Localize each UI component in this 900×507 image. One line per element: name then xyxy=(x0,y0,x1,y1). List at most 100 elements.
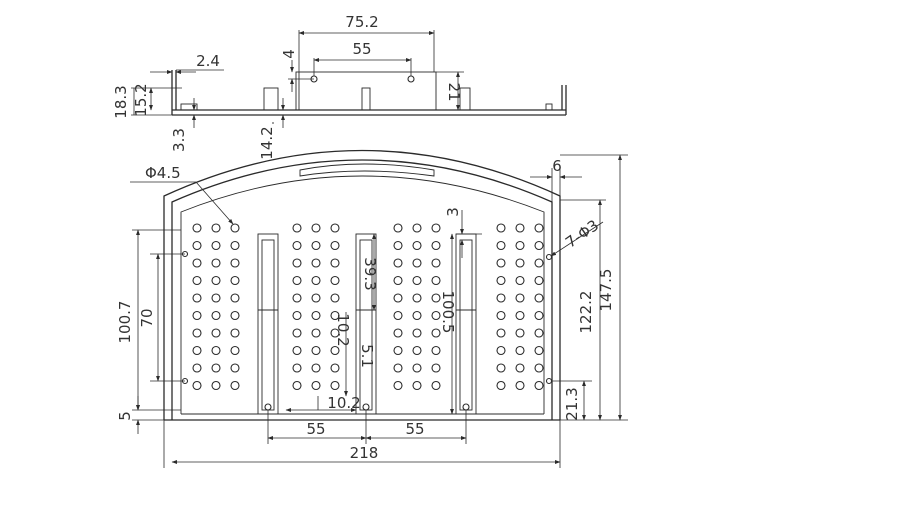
perforation-hole xyxy=(330,345,340,356)
perforation-hole xyxy=(412,328,422,338)
perforation-hole xyxy=(230,258,240,268)
mount-hole xyxy=(362,403,370,411)
perforation-hole xyxy=(230,380,240,391)
perforation-hole xyxy=(211,363,221,373)
dim-70: 70 xyxy=(138,308,156,327)
dim-39-3: 39.3 xyxy=(361,257,379,290)
perforation-hole xyxy=(431,345,441,356)
dim-218: 218 xyxy=(350,444,379,462)
perforation-hole xyxy=(311,275,321,286)
perforation-hole xyxy=(431,363,441,373)
perforation-hole xyxy=(330,310,340,321)
perforation-hole xyxy=(431,223,441,233)
perforation-hole xyxy=(311,293,321,303)
perforation-hole xyxy=(412,275,422,286)
divider-3 xyxy=(455,233,477,415)
perforation-hole xyxy=(292,380,302,391)
perforation-hole xyxy=(534,310,544,321)
dim-2-4: 2.4 xyxy=(196,52,220,70)
perforation-hole xyxy=(534,223,544,233)
perforation-hole xyxy=(534,380,544,391)
perforation-hole xyxy=(330,380,340,391)
perforation-hole xyxy=(330,363,340,373)
side-post-3 xyxy=(459,87,471,111)
perforation-hole xyxy=(292,328,302,338)
dim-55-left: 55 xyxy=(306,420,325,438)
dim-phi-4-5: Φ4.5 xyxy=(145,164,181,182)
dim-7-phi-3: 7-Φ3 xyxy=(562,216,602,252)
perforation-hole xyxy=(431,310,441,321)
dim-5: 5 xyxy=(116,411,134,421)
perforation-hole xyxy=(230,293,240,303)
perforation-hole xyxy=(412,240,422,251)
perforation-hole xyxy=(534,328,544,338)
perforation-hole xyxy=(534,258,544,268)
perforation-hole xyxy=(496,293,506,303)
perforation-hole xyxy=(230,310,240,321)
perforation-hole xyxy=(292,223,302,233)
perforation-hole xyxy=(496,328,506,338)
perforation-hole xyxy=(330,258,340,268)
perforation-hole xyxy=(311,223,321,233)
perforation-hole xyxy=(496,275,506,286)
perforation-hole xyxy=(431,380,441,391)
perforation-hole xyxy=(515,240,525,251)
dim-3: 3 xyxy=(444,207,462,217)
perforation-hole xyxy=(211,345,221,356)
perforation-hole xyxy=(330,223,340,233)
mount-hole xyxy=(545,253,553,261)
perforation-hole xyxy=(230,275,240,286)
perforation-hole xyxy=(192,258,202,268)
perforation-hole xyxy=(431,240,441,251)
dim-55-top: 55 xyxy=(352,40,371,58)
side-tab-2 xyxy=(545,103,553,111)
plan-inner-profile xyxy=(171,159,553,420)
perforation-hole xyxy=(515,310,525,321)
perforation-hole xyxy=(192,380,202,391)
dim-21: 21 xyxy=(445,82,463,101)
perforation-hole xyxy=(311,363,321,373)
perforation-hole xyxy=(393,380,403,391)
perforation-hole xyxy=(515,293,525,303)
perforation-hole xyxy=(431,293,441,303)
dim-21-3: 21.3 xyxy=(563,387,581,420)
perforation-hole xyxy=(211,310,221,321)
perforation-hole xyxy=(393,293,403,303)
perforation-grids xyxy=(192,223,544,391)
perforation-hole xyxy=(311,310,321,321)
perforation-hole xyxy=(515,345,525,356)
perforation-hole xyxy=(330,240,340,251)
perforation-hole xyxy=(393,310,403,321)
perforation-hole xyxy=(534,293,544,303)
perforation-hole xyxy=(412,258,422,268)
dim-3-3: 3.3 xyxy=(170,128,188,152)
dim-100-5: 100.5 xyxy=(439,291,457,334)
perforation-hole xyxy=(211,258,221,268)
perforation-hole xyxy=(192,310,202,321)
perforation-hole xyxy=(211,380,221,391)
perforation-hole xyxy=(496,258,506,268)
dim-10-2-horizontal: 10.2 xyxy=(327,394,360,412)
dim-5-1: 5.1 xyxy=(358,344,376,368)
perforation-hole xyxy=(330,328,340,338)
side-post-1 xyxy=(263,87,279,111)
perforation-hole xyxy=(230,328,240,338)
perforation-hole xyxy=(515,363,525,373)
perforation-hole xyxy=(292,240,302,251)
perforation-hole xyxy=(393,328,403,338)
perforation-hole xyxy=(292,275,302,286)
perforation-hole xyxy=(412,310,422,321)
side-handle-frame xyxy=(295,71,437,111)
dim-18-3: 18.3 xyxy=(112,85,130,118)
perforation-hole xyxy=(534,363,544,373)
perforation-hole xyxy=(431,328,441,338)
perforation-hole xyxy=(534,240,544,251)
dim-14-2: 14.2 xyxy=(258,126,276,159)
dim-122-2: 122.2 xyxy=(577,291,595,334)
side-hole-right xyxy=(407,75,415,83)
perforation-hole xyxy=(393,345,403,356)
perforation-hole xyxy=(496,223,506,233)
side-tab-1 xyxy=(180,103,198,111)
perforation-hole xyxy=(311,328,321,338)
perforation-hole xyxy=(515,258,525,268)
